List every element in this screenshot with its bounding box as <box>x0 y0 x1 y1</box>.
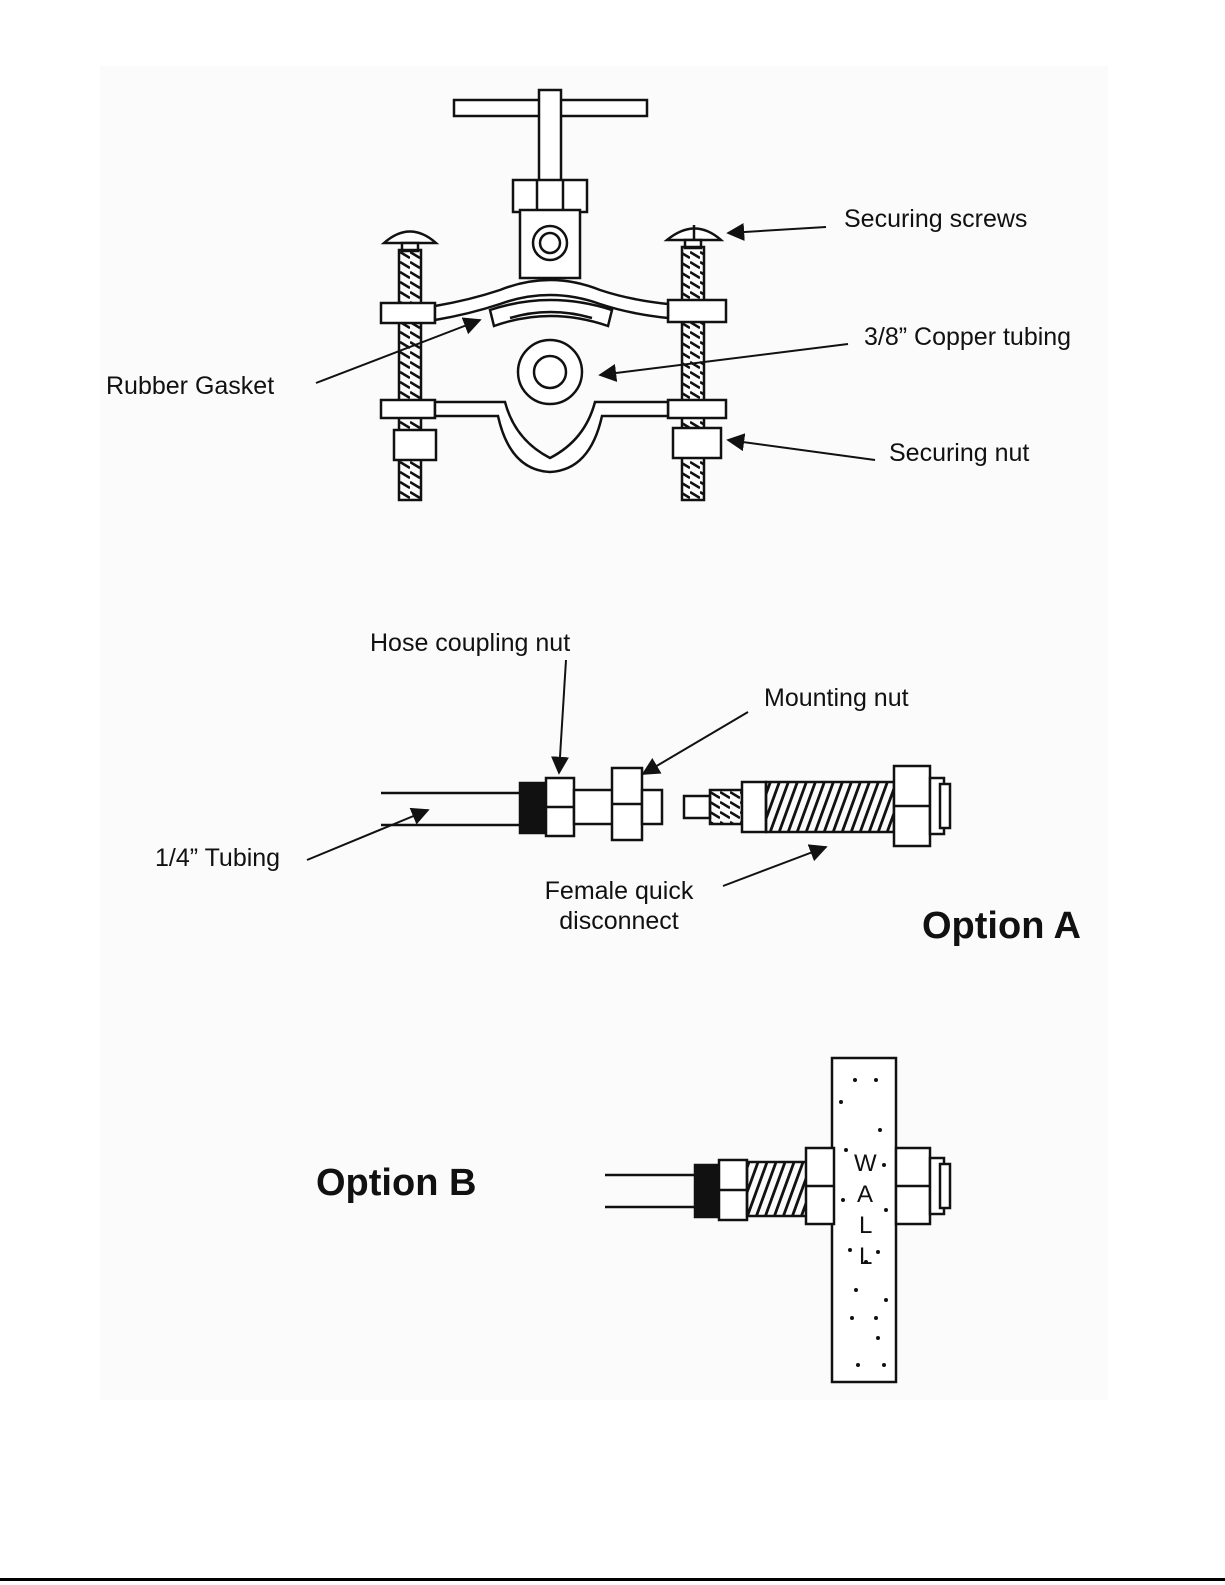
quarter-tubing-arrow <box>307 810 428 860</box>
copper-tubing-label: 3/8” Copper tubing <box>864 322 1071 352</box>
option-b-heading: Option B <box>316 1161 476 1205</box>
female-quick-disconnect-label: Female quick disconnect <box>530 876 708 936</box>
qd-small-thread <box>710 790 742 824</box>
lower-clamp <box>435 402 668 472</box>
female-quick-disconnect-line2: disconnect <box>530 906 708 936</box>
fitting-callout-arrows <box>307 660 826 886</box>
left-securing-screw <box>381 232 436 501</box>
securing-nut-label: Securing nut <box>889 438 1029 468</box>
hose-coupling-nut-arrow <box>559 660 566 773</box>
valve-handle-stem <box>539 90 561 185</box>
wall-letter-l2: L <box>859 1244 872 1270</box>
left-securing-nut <box>394 430 436 460</box>
bottom-rule <box>0 1578 1225 1581</box>
qd-body-thread <box>766 782 894 832</box>
female-quick-disconnect-arrow <box>723 847 826 886</box>
securing-screws-arrow <box>728 227 826 233</box>
rubber-gasket-label: Rubber Gasket <box>106 371 274 401</box>
wall-letter-a: A <box>857 1182 873 1208</box>
hose-thread <box>520 783 546 833</box>
securing-nut-arrow <box>728 440 875 460</box>
wall-letter-w: W <box>854 1151 877 1177</box>
mounting-nut-label: Mounting nut <box>764 683 909 713</box>
quarter-tubing-label: 1/4” Tubing <box>155 843 280 873</box>
saddle-valve <box>381 90 726 500</box>
option-a-heading: Option A <box>922 904 1081 948</box>
wall-letter-l1: L <box>859 1213 872 1239</box>
securing-screws-label: Securing screws <box>844 204 1027 234</box>
mounting-nut-arrow <box>643 712 748 774</box>
option-b-assembly <box>605 1058 950 1382</box>
right-securing-nut <box>673 428 721 458</box>
valve-packing-nut <box>513 180 587 212</box>
copper-tubing-arrow <box>600 344 848 375</box>
female-quick-disconnect-line1: Female quick <box>530 876 708 906</box>
option-a-fitting <box>381 766 950 846</box>
hose-coupling-nut-label: Hose coupling nut <box>370 628 570 658</box>
qd-tip <box>684 796 710 818</box>
